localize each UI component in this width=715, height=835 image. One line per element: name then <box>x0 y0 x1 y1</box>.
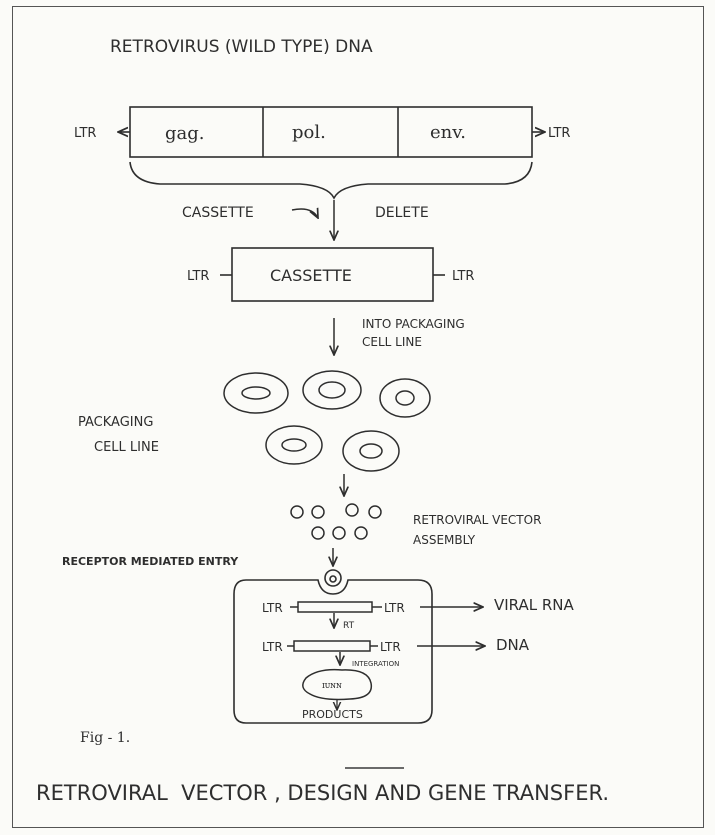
packaging-step-line2: CELL LINE <box>362 335 422 349</box>
nucleus-text: ɪᴜɴɴ <box>322 681 342 691</box>
dna-label: DNA <box>496 636 530 654</box>
vector-assembly-line1: RETROVIRAL VECTOR <box>413 513 541 527</box>
packaging-cells-label-line2: CELL LINE <box>94 440 159 455</box>
cell-ltr-3: LTR <box>262 640 283 654</box>
genome-ltr-right: LTR <box>548 126 570 141</box>
cassette-insert-arrow <box>292 209 318 218</box>
packaging-step-line1: INTO PACKAGING <box>362 317 465 331</box>
rt-label: RT <box>343 621 355 631</box>
delete-label: DELETE <box>375 205 429 221</box>
receptor-entry-label: RECEPTOR MEDIATED ENTRY <box>62 555 239 568</box>
viral-rna-label: VIRAL RNA <box>494 596 575 614</box>
vector-particles <box>291 504 381 539</box>
cassette-box-label: CASSETTE <box>270 266 352 285</box>
packaging-cells <box>224 371 430 471</box>
gene-env: env. <box>430 122 466 143</box>
cassette-ltr-left: LTR <box>187 269 209 284</box>
cell-ltr-2: LTR <box>384 601 405 615</box>
packaging-cells-label-line1: PACKAGING <box>78 415 153 430</box>
cassette-step-label: CASSETTE <box>182 205 254 221</box>
cell-ltr-1: LTR <box>262 601 283 615</box>
fig-label: Fig - 1. <box>80 730 130 746</box>
products-label: PRODUCTS <box>302 708 363 721</box>
cell-ltr-4: LTR <box>380 640 401 654</box>
gene-pol: pol. <box>292 122 326 143</box>
integration-label: INTEGRATION <box>352 660 399 668</box>
gene-gag: gag. <box>165 123 205 144</box>
cassette-ltr-right: LTR <box>452 269 474 284</box>
diagram-title: RETROVIRUS (WILD TYPE) DNA <box>110 37 373 57</box>
genome-brace <box>130 162 532 198</box>
genome-ltr-left: LTR <box>74 126 96 141</box>
caption: RETROVIRAL VECTOR , DESIGN AND GENE TRAN… <box>36 781 609 805</box>
vector-assembly-line2: ASSEMBLY <box>413 533 476 547</box>
